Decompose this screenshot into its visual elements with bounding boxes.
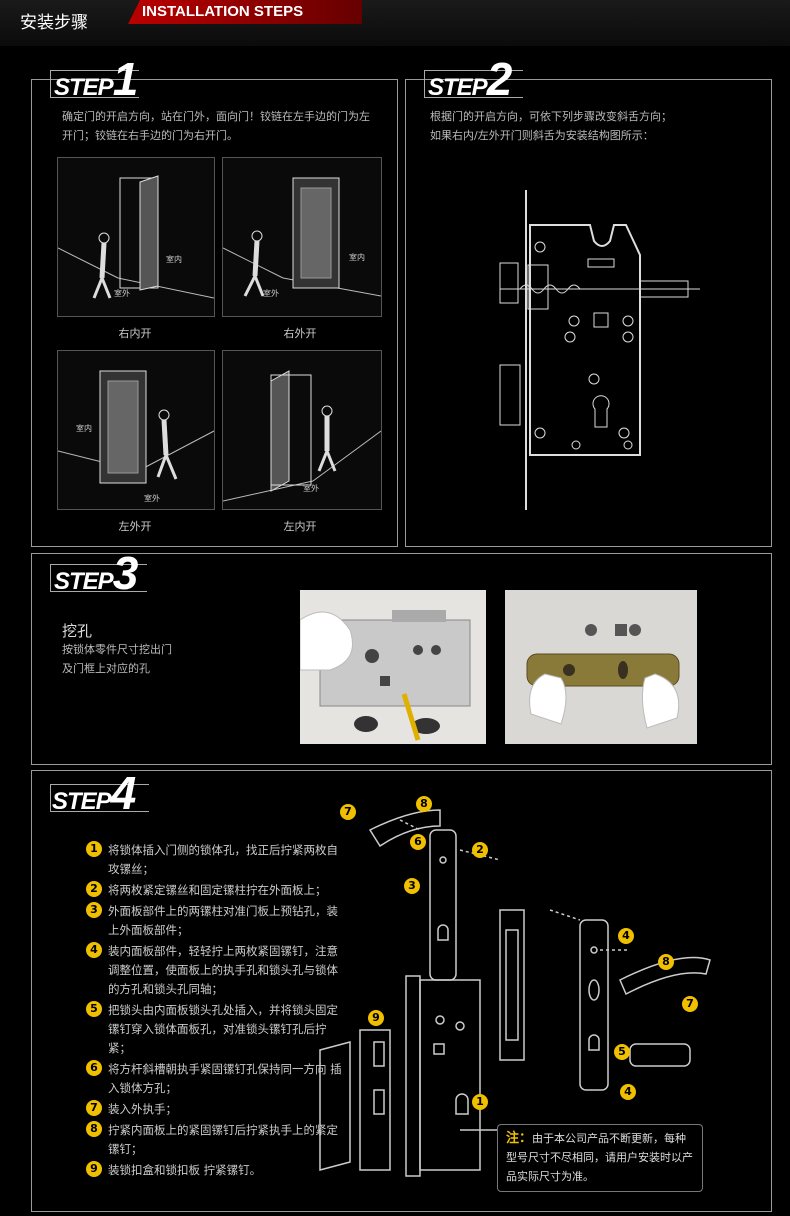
caption-right-out: 右外开 xyxy=(283,327,317,340)
photo-marking-holes xyxy=(299,590,486,744)
callout-badge: 3 xyxy=(404,878,420,894)
callout-badge: 8 xyxy=(658,954,674,970)
step3-label: STEP xyxy=(54,568,114,595)
callout-badge: 4 xyxy=(618,928,634,944)
step2-desc: 根据门的开启方向，可依下列步骤改变斜舌方向；如果右内/左外开门则斜舌为安装结构图… xyxy=(430,110,672,142)
door-figure-left-out: 室内 室外 xyxy=(57,350,215,510)
svg-text:室内: 室内 xyxy=(349,252,365,262)
photo-fitting-lock xyxy=(505,590,697,744)
callout-badge: 2 xyxy=(472,842,488,858)
step3-frame xyxy=(50,564,147,592)
callout-badge: 6 xyxy=(410,834,426,850)
callout-badge: 1 xyxy=(472,1094,488,1110)
step1-label: STEP xyxy=(54,74,114,101)
caption-left-out: 左外开 xyxy=(118,520,152,533)
step2-frame xyxy=(424,70,523,98)
step4-title: STEP4 xyxy=(52,766,137,820)
step1-frame xyxy=(50,70,139,98)
step4-label: STEP xyxy=(52,788,112,815)
step3-number: 3 xyxy=(112,547,139,599)
svg-text:室外: 室外 xyxy=(144,493,160,503)
header-title-zh: 安装步骤 xyxy=(20,13,88,33)
step2-label: STEP xyxy=(428,74,488,101)
door-figure-right-out: 室内 室外 xyxy=(222,157,382,317)
svg-text:室内: 室内 xyxy=(76,423,92,433)
callout-badge: 9 xyxy=(368,1010,384,1026)
svg-text:室外: 室外 xyxy=(263,288,279,298)
step1-title: STEP1 xyxy=(54,52,139,106)
door-figure-right-in: 室内 室外 xyxy=(57,157,215,317)
step2-title: STEP2 xyxy=(428,52,513,106)
step1-desc: 确定门的开启方向，站在门外，面向门！铰链在左手边的门为左开门；铰链在右手边的门为… xyxy=(62,110,370,142)
callout-badge: 8 xyxy=(416,796,432,812)
step1-number: 1 xyxy=(112,53,139,105)
callout-badge: 4 xyxy=(620,1084,636,1100)
step2-number: 2 xyxy=(486,53,513,105)
step3-title: STEP3 xyxy=(54,546,139,600)
step4-frame xyxy=(50,784,149,812)
step3-heading: 挖孔 xyxy=(62,622,93,640)
caption-right-in: 右内开 xyxy=(118,327,152,340)
step4-number: 4 xyxy=(110,767,137,819)
callout-badge: 7 xyxy=(682,996,698,1012)
note-box: 注：由于本公司产品不断更新，每种型号尺寸不尽相同，请用户安装时以产品实际尺寸为准… xyxy=(497,1124,703,1192)
door-figure-left-in: 室外 xyxy=(222,350,382,510)
exploded-assembly-diagram xyxy=(319,809,711,1177)
svg-text:室内: 室内 xyxy=(166,254,182,264)
header-bar: 安装步骤 INSTALLATION STEPS xyxy=(0,0,790,46)
header-title-en: INSTALLATION STEPS xyxy=(128,0,362,24)
svg-text:室外: 室外 xyxy=(114,288,130,298)
caption-left-in: 左内开 xyxy=(283,520,317,533)
note-label: 注： xyxy=(506,1131,533,1146)
step2-panel xyxy=(405,79,772,547)
callout-badge: 5 xyxy=(614,1044,630,1060)
lock-body-diagram xyxy=(499,190,700,510)
step3-desc: 按锁体零件尺寸挖出门及门框上对应的孔 xyxy=(62,643,172,675)
svg-text:室外: 室外 xyxy=(303,483,319,493)
note-text: 由于本公司产品不断更新，每种型号尺寸不尽相同，请用户安装时以产品实际尺寸为准。 xyxy=(506,1132,693,1183)
callout-badge: 7 xyxy=(340,804,356,820)
